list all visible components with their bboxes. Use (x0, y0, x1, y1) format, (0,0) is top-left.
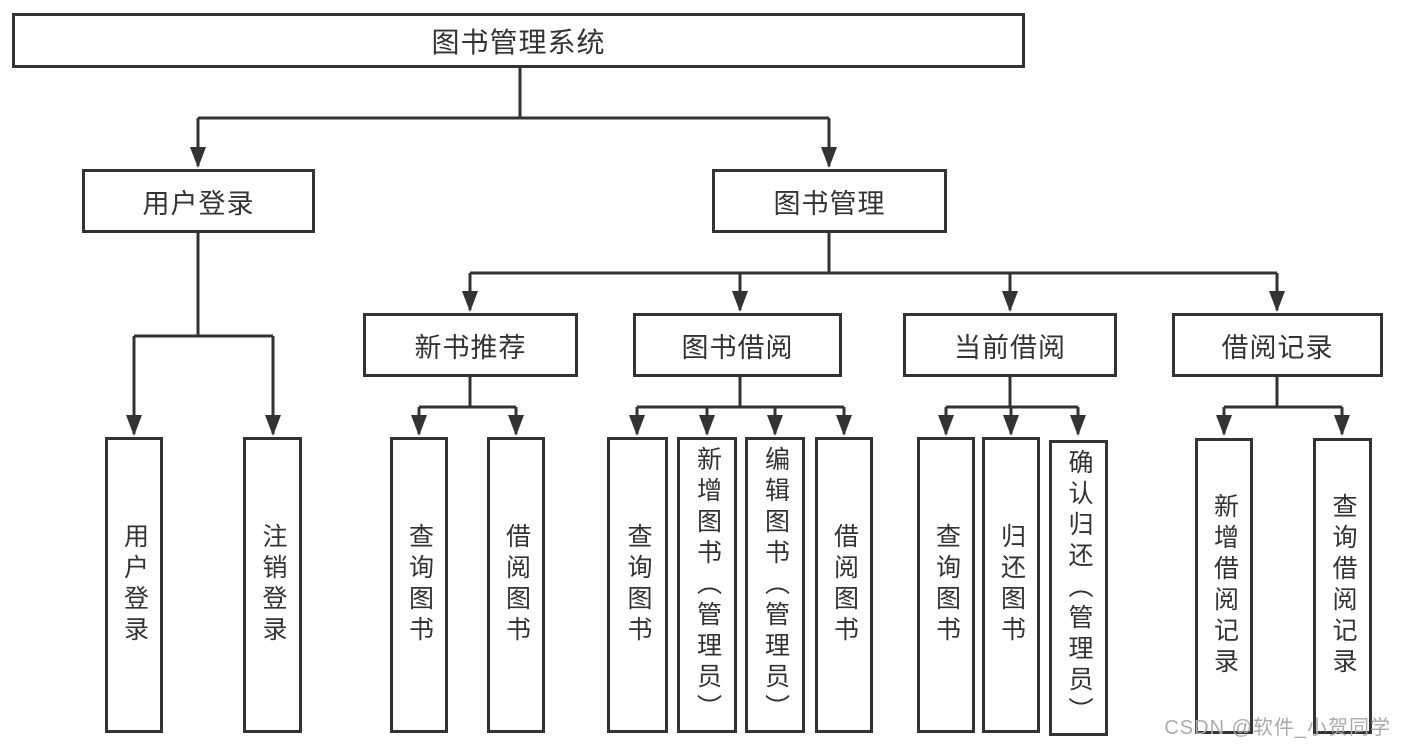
node-new-book-recommend-label: 新书推荐 (414, 332, 527, 363)
leaf-add-borrow-record: 新增借阅记录 (1195, 438, 1253, 734)
leaaf-add-borrow-record-label: 新增借阅记录 (1210, 493, 1239, 679)
leaf-return-book-label: 归还图书 (997, 523, 1026, 647)
node-current-borrow: 当前借阅 (903, 313, 1117, 377)
connector-user-login (132, 233, 275, 434)
leaf-query-borrow-record-label: 查询借阅记录 (1329, 493, 1357, 679)
node-current-borrow-label: 当前借阅 (954, 332, 1066, 363)
arrowhead (821, 147, 837, 168)
leaf-edit-book-admin: 编辑图书（管理员） (745, 437, 805, 733)
arrowhead (732, 291, 748, 312)
arrowhead (1002, 291, 1018, 312)
arrowhead (1216, 415, 1232, 436)
node-user-login-label: 用户登录 (142, 188, 255, 219)
leaf-query-book-recommend: 查询图书 (390, 437, 448, 733)
arrowhead (1269, 291, 1285, 312)
node-book-management: 图书管理 (712, 169, 947, 233)
node-root: 图书管理系统 (12, 13, 1025, 68)
node-user-login: 用户登录 (82, 169, 315, 233)
leaf-logout: 注销登录 (243, 437, 302, 733)
leaf-edit-book-admin-label: 编辑图书（管理员） (761, 445, 790, 725)
arrowhead (265, 415, 281, 436)
arrowhead (411, 415, 427, 436)
connector-book-borrow (635, 377, 846, 434)
leaf-add-book-admin-label: 新增图书（管理员） (693, 445, 722, 725)
leaf-query-book-borrow: 查询图书 (607, 437, 668, 733)
arrowhead (767, 415, 783, 436)
leaf-query-book-recommend-label: 查询图书 (405, 523, 434, 647)
arrowhead (462, 291, 478, 312)
arrowhead (938, 415, 954, 436)
connector-new-book (417, 377, 518, 434)
arrowhead (836, 415, 852, 436)
leaf-query-borrow-record: 查询借阅记录 (1313, 438, 1372, 734)
arrowhead (699, 415, 715, 436)
leaf-query-book-current-label: 查询图书 (932, 523, 961, 647)
leaf-user-login-label: 用户登录 (120, 523, 149, 647)
connector-book-management (468, 233, 1279, 310)
arrowhead (508, 415, 524, 436)
node-borrow-record-label: 借阅记录 (1221, 332, 1334, 363)
node-root-label: 图书管理系统 (431, 26, 606, 58)
leaf-borrow-book-recommend-label: 借阅图书 (502, 523, 531, 647)
leaf-query-book-current: 查询图书 (917, 437, 975, 733)
arrowhead (629, 415, 645, 436)
node-new-book-recommend: 新书推荐 (363, 313, 578, 377)
connector-borrow-record (1222, 377, 1344, 434)
arrowhead (1003, 415, 1019, 436)
leaf-borrow-book-recommend: 借阅图书 (487, 437, 545, 733)
leaf-query-book-borrow-label: 查询图书 (624, 523, 652, 647)
arrowhead (190, 147, 206, 168)
leaf-logout-label: 注销登录 (259, 523, 287, 647)
arrowhead (1070, 415, 1086, 436)
leaf-confirm-return-admin-label: 确认归还（管理员） (1065, 448, 1093, 728)
leaf-confirm-return-admin: 确认归还（管理员） (1049, 440, 1108, 736)
node-borrow-record: 借阅记录 (1172, 313, 1383, 377)
connector-current-borrow (944, 377, 1080, 434)
leaf-borrow-book: 借阅图书 (815, 437, 873, 733)
leaf-add-book-admin: 新增图书（管理员） (677, 437, 737, 733)
node-book-management-label: 图书管理 (773, 188, 886, 219)
node-book-borrow-label: 图书借阅 (681, 332, 794, 363)
node-book-borrow: 图书借阅 (633, 313, 842, 377)
arrowhead (1334, 415, 1350, 436)
leaf-return-book: 归还图书 (982, 437, 1040, 733)
leaf-borrow-book-label: 借阅图书 (830, 523, 859, 647)
connector-root (196, 68, 831, 166)
watermark: CSDN @软件_小贺同学 (1164, 717, 1391, 739)
arrowhead (126, 415, 142, 436)
leaf-user-login: 用户登录 (105, 437, 163, 733)
